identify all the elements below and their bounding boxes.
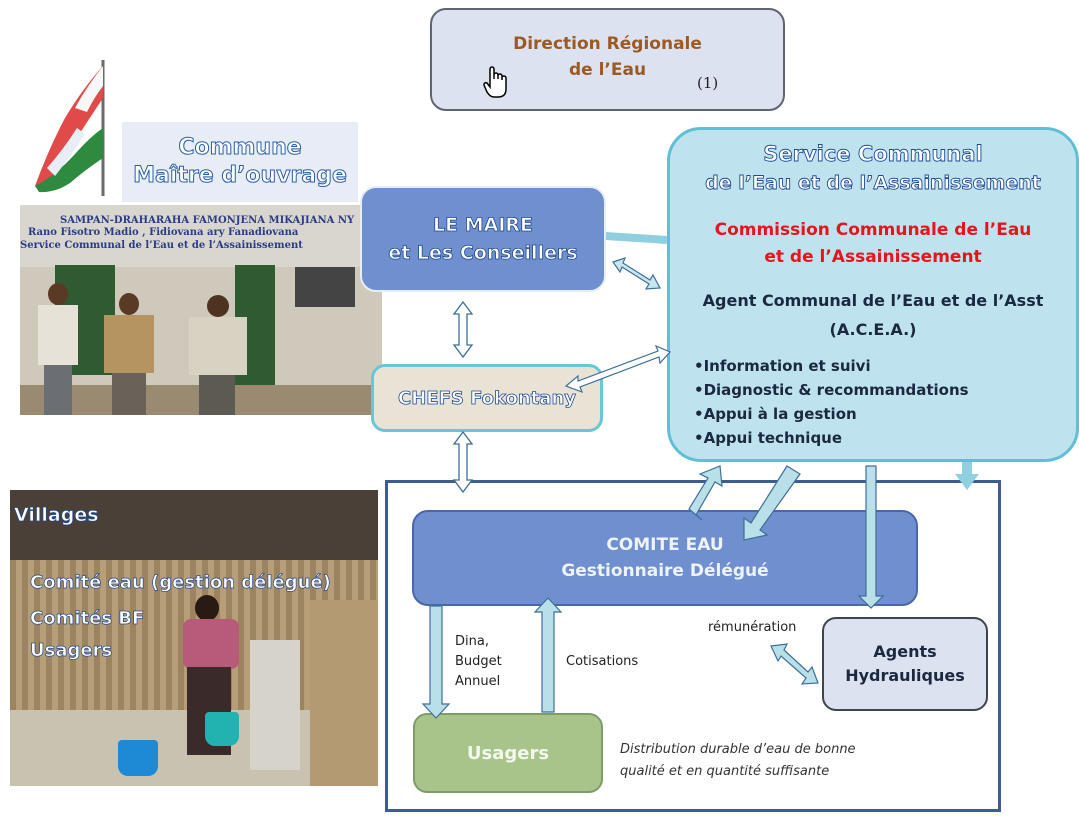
commune-label-panel: Commune Maître d’ouvrage	[122, 122, 358, 202]
comite-to-service-arrow	[688, 465, 723, 521]
direction-line-1: Direction Régionale	[513, 34, 702, 54]
distribution-line-1: Distribution durable d’eau de bonne	[620, 742, 856, 757]
usagers-box[interactable]: Usagers	[413, 713, 603, 793]
bucket-teal	[205, 712, 239, 746]
chefs-fokontany-box[interactable]: CHEFS Fokontany	[371, 364, 603, 432]
dina-line-1: Dina,	[455, 634, 489, 649]
distribution-line-2: qualité et en quantité suffisante	[620, 764, 830, 779]
service-title-2: de l’Eau et de l’Assainissement	[705, 172, 1042, 195]
task-item: •Appui à la gestion	[694, 405, 857, 423]
maire-chefs-arrow	[452, 300, 474, 359]
dina-label: Dina, Budget Annuel	[455, 632, 502, 692]
person-3	[185, 295, 251, 415]
comite-eau-box[interactable]: COMITE EAU Gestionnaire Délégué	[412, 510, 918, 606]
commune-title: Commune	[178, 135, 302, 161]
comite-to-usagers-arrow	[421, 605, 451, 719]
maire-service-link	[605, 232, 668, 244]
comite-subtitle: Gestionnaire Délégué	[561, 561, 769, 581]
remuneration-label: rémunération	[708, 620, 797, 635]
maire-title: LE MAIRE	[433, 214, 534, 237]
usagers-label: Usagers	[466, 742, 550, 764]
maire-service-arrow	[612, 257, 661, 290]
hand-cursor-icon	[483, 66, 507, 98]
commune-office-photo: SAMPAN-DRAHARAHA FAMONJENA MIKAJIANA NY …	[20, 205, 382, 415]
sign-line-2: Rano Fisotro Madio , Fidiovana ary Fanad…	[28, 227, 299, 238]
cotisations-label: Cotisations	[566, 654, 639, 669]
agents-subtitle: Hydrauliques	[845, 666, 965, 685]
commission-line-1: Commission Communale de l’Eau	[714, 220, 1032, 240]
agent-line-1: Agent Communal de l’Eau et de l’Asst	[702, 291, 1044, 310]
agents-title: Agents	[873, 642, 937, 661]
person-2	[98, 293, 160, 415]
village-water-point-photo: Villages Comité eau (gestion délégué) Co…	[10, 490, 378, 786]
villages-line-4: Usagers	[30, 640, 113, 662]
service-to-comite-arrow	[743, 465, 801, 541]
dina-line-2: Budget	[455, 654, 502, 669]
task-item: •Appui technique	[694, 429, 843, 447]
service-communal-box[interactable]: Service Communal de l’Eau et de l’Assain…	[667, 127, 1079, 462]
sign-line-1: SAMPAN-DRAHARAHA FAMONJENA MIKAJIANA NY	[60, 215, 355, 226]
task-item: •Information et suivi	[694, 357, 871, 375]
service-to-agents-arrow	[857, 465, 885, 609]
commission-line-2: et de l’Assainissement	[764, 247, 982, 267]
chefs-service-arrow	[564, 344, 672, 394]
task-item: •Diagnostic & recommandations	[694, 381, 969, 399]
maire-subtitle: et Les Conseillers	[388, 242, 578, 265]
service-task-list: •Information et suivi •Diagnostic & reco…	[694, 354, 969, 450]
sign-line-3: Service Communal de l’Eau et de l’Assain…	[20, 240, 303, 251]
service-frame-arrow	[955, 462, 979, 490]
agents-hydrauliques-box[interactable]: Agents Hydrauliques	[822, 617, 988, 711]
footnote-marker: (1)	[697, 74, 719, 92]
service-title-1: Service Communal	[763, 142, 983, 167]
usagers-to-comite-arrow	[533, 597, 563, 713]
villages-line-3: Comités BF	[30, 608, 145, 630]
distribution-text: Distribution durable d’eau de bonne qual…	[620, 739, 856, 783]
chefs-label: CHEFS Fokontany	[398, 387, 577, 409]
maire-box[interactable]: LE MAIRE et Les Conseillers	[360, 186, 606, 292]
agent-line-2: (A.C.E.A.)	[829, 320, 917, 339]
chefs-comite-arrow	[452, 430, 474, 494]
comite-title: COMITE EAU	[606, 535, 724, 555]
remuneration-arrow	[770, 643, 819, 685]
commune-subtitle: Maître d’ouvrage	[133, 163, 348, 189]
villages-line-1: Villages	[14, 504, 99, 527]
villages-line-2: Comité eau (gestion délégué)	[30, 572, 332, 594]
person-1	[34, 283, 80, 415]
direction-regionale-box[interactable]: Direction Régionale de l’Eau (1)	[430, 8, 785, 111]
direction-line-2: de l’Eau	[568, 60, 647, 80]
flag-illustration	[35, 60, 105, 196]
dina-line-3: Annuel	[455, 674, 501, 689]
bucket-blue	[118, 740, 158, 776]
